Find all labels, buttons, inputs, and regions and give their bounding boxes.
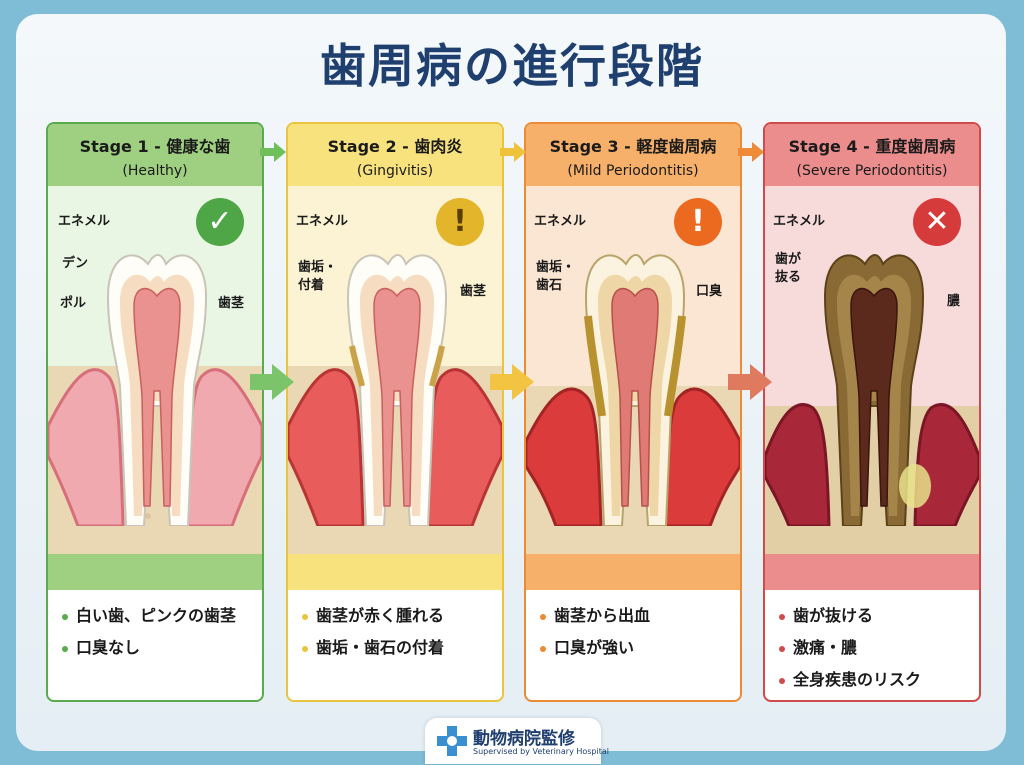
label-adhesion: 付着 bbox=[298, 278, 325, 293]
healthy-tooth-drawing bbox=[48, 254, 262, 554]
list-item: 激痛・膿 bbox=[779, 634, 979, 658]
label-tartar: 歯石 bbox=[536, 278, 563, 293]
stage-3-illustration: エネメル 歯垢・ 歯石 口臭 ! bbox=[526, 186, 740, 554]
arrow-icon bbox=[728, 364, 772, 400]
stage-4-illustration: エネメル 歯が 抜る 膿 ✕ bbox=[765, 186, 979, 554]
list-item: 白い歯、ピンクの歯茎 bbox=[62, 602, 262, 626]
stage-3-symptoms: 歯茎から出血 口臭が強い bbox=[526, 590, 740, 700]
page-title: 歯周病の進行段階 bbox=[320, 39, 704, 93]
bullet-icon bbox=[540, 613, 546, 620]
label-falling-out: 抜る bbox=[775, 270, 802, 285]
medical-cross-icon bbox=[437, 726, 467, 756]
bullet-icon bbox=[302, 613, 308, 620]
stage-1-card: Stage 1 - 健康な歯 (Healthy) エネメル デン ポル 歯茎 ✓… bbox=[46, 122, 264, 702]
label-plaque: 歯垢・ bbox=[298, 260, 338, 275]
bullet-icon bbox=[302, 645, 308, 652]
stage-1-title: Stage 1 - 健康な歯 bbox=[79, 137, 231, 156]
label-pus: 膿 bbox=[947, 294, 961, 309]
list-item: 全身疾患のリスク bbox=[779, 666, 979, 690]
stage-2-band bbox=[288, 554, 502, 590]
stage-3-title: Stage 3 - 軽度歯周病 bbox=[549, 137, 717, 156]
bullet-icon bbox=[62, 645, 68, 652]
stage-1-band bbox=[48, 554, 262, 590]
list-item: 歯茎が赤く腫れる bbox=[302, 602, 502, 626]
arrow-icon bbox=[260, 142, 286, 162]
list-item: 口臭が強い bbox=[540, 634, 740, 658]
label-bad-breath: 口臭 bbox=[696, 284, 723, 299]
label-gum: 歯茎 bbox=[460, 284, 487, 299]
stage-2-title: Stage 2 - 歯肉炎 bbox=[327, 137, 463, 156]
stage-4-header: Stage 4 - 重度歯周病 (Severe Periodontitis) bbox=[765, 124, 979, 186]
stage-4-symptoms: 歯が抜ける 激痛・膿 全身疾患のリスク bbox=[765, 590, 979, 700]
bullet-icon bbox=[779, 613, 785, 620]
label-enamel: エネメル bbox=[773, 214, 826, 229]
severe-periodontitis-tooth-drawing bbox=[765, 254, 979, 554]
arrow-icon bbox=[490, 364, 534, 400]
list-item: 歯が抜ける bbox=[779, 602, 979, 626]
warning-icon: ! bbox=[436, 198, 484, 246]
stage-2-illustration: エネメル 歯垢・ 付着 歯茎 ! bbox=[288, 186, 502, 554]
label-enamel: エネメル bbox=[58, 214, 111, 229]
arrow-icon bbox=[500, 142, 526, 162]
stage-1-header: Stage 1 - 健康な歯 (Healthy) bbox=[48, 124, 262, 186]
stage-1-subtitle: (Healthy) bbox=[122, 163, 188, 179]
arrow-icon bbox=[250, 364, 294, 400]
stage-3-card: Stage 3 - 軽度歯周病 (Mild Periodontitis) エネメ… bbox=[524, 122, 742, 702]
label-tooth-loose: 歯が bbox=[775, 252, 802, 267]
stage-4-band bbox=[765, 554, 979, 590]
bullet-icon bbox=[779, 677, 785, 684]
label-dentin: デン bbox=[62, 256, 89, 271]
stage-2-header: Stage 2 - 歯肉炎 (Gingivitis) bbox=[288, 124, 502, 186]
bullet-icon bbox=[779, 645, 785, 652]
stage-3-header: Stage 3 - 軽度歯周病 (Mild Periodontitis) bbox=[526, 124, 740, 186]
bullet-icon bbox=[62, 613, 68, 620]
footer-subtitle: Supervised by Veterinary Hospital bbox=[473, 747, 609, 756]
gingivitis-tooth-drawing bbox=[288, 254, 502, 554]
bullet-icon bbox=[540, 645, 546, 652]
supervision-badge: 動物病院監修 Supervised by Veterinary Hospital bbox=[425, 718, 609, 764]
stage-4-title: Stage 4 - 重度歯周病 bbox=[788, 137, 956, 156]
arrow-icon bbox=[738, 142, 764, 162]
check-icon: ✓ bbox=[196, 198, 244, 246]
stage-1-illustration: エネメル デン ポル 歯茎 ✓ bbox=[48, 186, 262, 554]
alert-icon: ! bbox=[674, 198, 722, 246]
stage-3-subtitle: (Mild Periodontitis) bbox=[567, 163, 699, 179]
stage-3-band bbox=[526, 554, 740, 590]
list-item: 口臭なし bbox=[62, 634, 262, 658]
cross-icon: ✕ bbox=[913, 198, 961, 246]
stage-2-symptoms: 歯茎が赤く腫れる 歯垢・歯石の付着 bbox=[288, 590, 502, 700]
label-enamel: エネメル bbox=[296, 214, 349, 229]
list-item: 歯茎から出血 bbox=[540, 602, 740, 626]
stage-4-card: Stage 4 - 重度歯周病 (Severe Periodontitis) エ… bbox=[763, 122, 981, 702]
label-pulp: ポル bbox=[60, 296, 87, 311]
label-plaque: 歯垢・ bbox=[536, 260, 576, 275]
stage-2-subtitle: (Gingivitis) bbox=[356, 163, 434, 179]
stage-4-subtitle: (Severe Periodontitis) bbox=[796, 163, 948, 179]
stage-2-card: Stage 2 - 歯肉炎 (Gingivitis) エネメル 歯垢・ 付着 歯… bbox=[286, 122, 504, 702]
footer-title: 動物病院監修 bbox=[473, 729, 575, 749]
stage-1-symptoms: 白い歯、ピンクの歯茎 口臭なし bbox=[48, 590, 262, 700]
label-enamel: エネメル bbox=[534, 214, 587, 229]
mild-periodontitis-tooth-drawing bbox=[526, 254, 740, 554]
list-item: 歯垢・歯石の付着 bbox=[302, 634, 502, 658]
label-gum: 歯茎 bbox=[218, 296, 245, 311]
